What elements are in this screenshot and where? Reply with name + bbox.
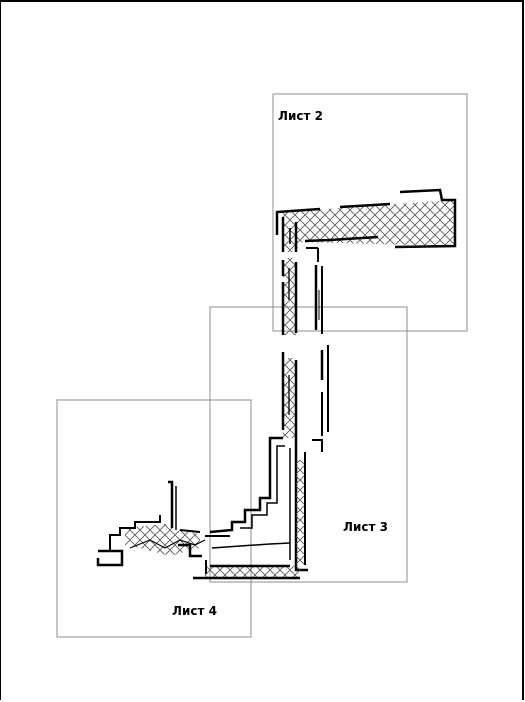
stepped-wall [205,436,291,549]
sheet-frame-3 [209,306,408,583]
top-wall-block [275,188,457,262]
sheet-label-2: Лист 2 [278,109,323,123]
sheet-frame-4 [56,399,252,638]
sheet-frame-2 [272,93,468,332]
sheet-label-4: Лист 4 [172,604,217,618]
sheet-label-3: Лист 3 [343,520,388,534]
vertical-corridor [281,258,329,572]
bottom-wall-run [193,560,300,580]
left-wing [96,480,206,567]
